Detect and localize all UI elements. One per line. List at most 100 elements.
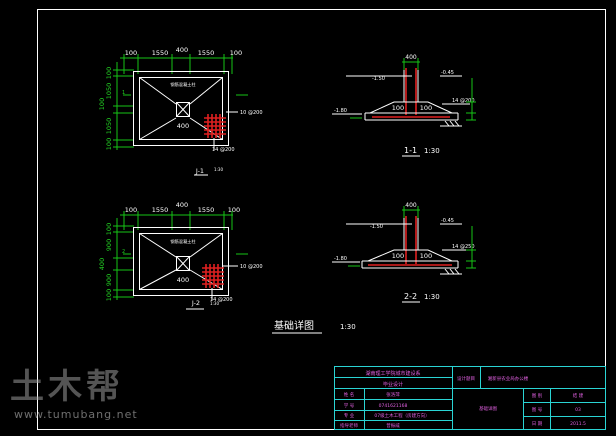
j1-dim-top-1: 100 bbox=[125, 49, 137, 57]
title-block: 湖南理工学院城市建设系 毕业设计 设计题目 湘新县农业局办公楼 姓 名 张洛萍 … bbox=[334, 366, 606, 430]
j2-bar-bottom: 14 @200 bbox=[210, 297, 233, 303]
tb-row-3-key: 专 业 bbox=[344, 412, 355, 419]
title-block-frame bbox=[334, 366, 606, 430]
j1-note-top: 钢筋混凝土柱 bbox=[170, 81, 196, 88]
tb-row-1-key: 姓 名 bbox=[344, 391, 354, 398]
section-2-2: 400 100 100 -1.50 -0.45 -1.80 14 @250 2-… bbox=[332, 202, 476, 303]
j2-left-dim-ticks bbox=[113, 225, 134, 298]
j2-column bbox=[176, 256, 190, 271]
s2-cushion-hatch bbox=[440, 268, 462, 275]
j1-top-dim-ticks bbox=[123, 54, 233, 74]
j2-bar-right: 10 @200 bbox=[240, 264, 263, 270]
j2-axis-mark: 2 bbox=[122, 249, 125, 255]
j2-label: J-2 bbox=[191, 299, 200, 307]
j2-footing-inner bbox=[139, 233, 223, 290]
j1-dim-left-3: 100 bbox=[98, 98, 106, 110]
j2-rebar-mesh bbox=[202, 264, 224, 288]
s2-scale: 1:30 bbox=[424, 293, 440, 301]
j2-footing-outer bbox=[133, 227, 229, 296]
s1-scale: 1:30 bbox=[424, 147, 440, 155]
sheet-title: 基础详图 bbox=[274, 319, 314, 332]
j1-dim-top-4: 1550 bbox=[198, 49, 215, 57]
j2-dim-left-4: 900 bbox=[105, 274, 113, 286]
s2-right-dim-ticks bbox=[466, 249, 476, 269]
j2-diag-3 bbox=[139, 269, 177, 290]
j2-scale: 1:30 bbox=[210, 301, 219, 306]
j1-bar-right: 10 @200 bbox=[240, 110, 263, 116]
tb-row-3-value: 07级土木工程（房建方向） bbox=[374, 412, 429, 419]
s2-top-dim: 400 bbox=[405, 202, 417, 209]
j1-left-dim-ticks bbox=[113, 69, 134, 148]
watermark-logo: 土木帮 bbox=[10, 367, 124, 407]
j2-dim-top-5: 100 bbox=[228, 206, 240, 214]
s1-cushion-hatch bbox=[440, 120, 462, 127]
j2-dim-top-1: 100 bbox=[125, 206, 137, 214]
j1-diag-3 bbox=[139, 117, 177, 140]
j1-dim-top-3: 400 bbox=[176, 46, 188, 54]
j1-dim-left-5: 100 bbox=[105, 138, 113, 150]
section-1-1: 400 100 100 -1.50 -0.45 -1.80 14 @200 bbox=[332, 54, 476, 157]
s2-label: 2-2 bbox=[404, 292, 417, 301]
j1-dim-left-2: 1050 bbox=[105, 83, 113, 100]
j1-column-x2 bbox=[176, 102, 190, 117]
s1-top-dim: 400 bbox=[405, 54, 417, 61]
j1-center-num: 400 bbox=[177, 122, 189, 130]
tb-row-2-value: 0741621168 bbox=[379, 403, 408, 409]
j2-dim-top-2: 1550 bbox=[152, 206, 169, 214]
j2-dim-left-5: 100 bbox=[105, 289, 113, 301]
tb-meta-1-value: 结 建 bbox=[573, 392, 584, 399]
s2-level-left: -1.50 bbox=[370, 224, 383, 230]
sheet-border bbox=[37, 9, 606, 430]
s1-label: 1-1 bbox=[404, 146, 417, 155]
j1-label: J-1 bbox=[195, 167, 204, 175]
j1-dim-left-1: 100 bbox=[105, 67, 113, 79]
s1-right-dim-ticks bbox=[466, 101, 476, 121]
j1-axis-mark: 1 bbox=[122, 90, 125, 96]
j1-dim-left-4: 1050 bbox=[105, 118, 113, 135]
s2-bar: 14 @250 bbox=[452, 244, 475, 250]
tb-row-2-key: 学 号 bbox=[344, 402, 355, 409]
tb-row-1-value: 张洛萍 bbox=[386, 391, 400, 398]
j1-dim-top-2: 1550 bbox=[152, 49, 169, 57]
j1-diag-1 bbox=[139, 77, 177, 105]
watermark-url: www.tumubang.net bbox=[14, 408, 138, 421]
s1-level-base: -1.80 bbox=[334, 108, 347, 114]
j1-diag-4 bbox=[189, 117, 223, 140]
j2-note-top: 钢筋混凝土柱 bbox=[170, 238, 196, 245]
j1-diag-2 bbox=[189, 77, 223, 105]
j2-diag-1 bbox=[139, 233, 177, 258]
s2-haunch-right: 100 bbox=[420, 252, 432, 260]
j2-dim-left-3: 400 bbox=[98, 258, 106, 270]
plan-j2: 100 1550 400 1550 100 100 900 400 900 10… bbox=[98, 201, 263, 310]
tb-meta-2-key: 图 号 bbox=[532, 407, 543, 413]
tb-row-4-key: 指导老师 bbox=[340, 422, 358, 429]
s1-haunch-left: 100 bbox=[392, 104, 404, 112]
watermark: 土木帮 www.tumubang.net bbox=[10, 367, 138, 421]
j1-footing-inner bbox=[139, 77, 223, 140]
j1-footing-outer bbox=[133, 71, 229, 146]
s1-bar: 14 @200 bbox=[452, 98, 475, 104]
s1-level-left: -1.50 bbox=[372, 76, 385, 82]
s2-haunch-left: 100 bbox=[392, 252, 404, 260]
tb-meta-3-value: 2011.5 bbox=[570, 421, 586, 427]
tb-meta-1-key: 图 别 bbox=[532, 392, 543, 399]
tb-row-4-value: 曾振威 bbox=[386, 422, 400, 429]
s2-footing-slope bbox=[367, 249, 453, 262]
s1-level-ground: -0.45 bbox=[441, 70, 454, 76]
tb-course: 毕业设计 bbox=[383, 381, 403, 388]
j1-dim-top-5: 100 bbox=[230, 49, 242, 57]
j1-bar-bottom: 14 @200 bbox=[212, 147, 235, 153]
tb-drawing-name: 基础详图 bbox=[479, 405, 497, 412]
tb-project-label: 设计题目 bbox=[457, 375, 475, 382]
s2-level-ground: -0.45 bbox=[441, 218, 454, 224]
j2-dim-left-1: 100 bbox=[105, 223, 113, 235]
s1-haunch-right: 100 bbox=[420, 104, 432, 112]
s1-footing-slope bbox=[369, 101, 453, 114]
tb-meta-2-value: 03 bbox=[575, 407, 581, 413]
j2-diag-2 bbox=[189, 233, 223, 258]
j2-top-dim-ticks bbox=[123, 211, 233, 230]
j2-column-x2 bbox=[176, 256, 190, 271]
s2-level-base: -1.80 bbox=[334, 256, 347, 262]
tb-school: 湖南理工学院城市建设系 bbox=[365, 370, 420, 377]
